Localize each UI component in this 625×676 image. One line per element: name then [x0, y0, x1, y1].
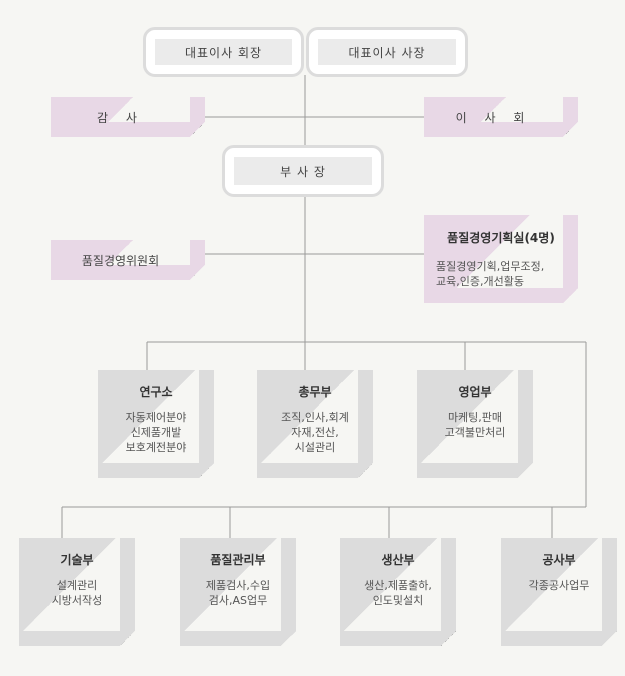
board-box: 이 사 회: [424, 97, 578, 137]
dept-desc-line: 보호계전분야: [125, 441, 187, 454]
dept-desc-line: 자재,전산,: [291, 426, 339, 439]
quality-office-line: 품질경영기획,업무조정,: [436, 260, 545, 273]
dept-construction-box: 공사부 각종공사업무: [501, 538, 617, 646]
dept-title: 영업부: [458, 385, 492, 399]
dept-desc-line: 시방서작성: [51, 594, 103, 607]
quality-committee-box: 품질경영위원회: [51, 240, 205, 280]
dept-title: 공사부: [542, 553, 576, 567]
dept-desc-line: 생산,제품출하,: [364, 579, 432, 592]
dept-technical-box: 기술부 설계관리 시방서작성: [19, 538, 135, 646]
quality-office-title: 품질경영기획실(4명): [447, 231, 555, 245]
dept-title: 연구소: [139, 385, 173, 399]
dept-title: 생산부: [381, 553, 415, 567]
dept-production-box: 생산부 생산,제품출하, 인도및설치: [340, 538, 456, 646]
vice-president-box: 부 사 장: [222, 145, 384, 197]
dept-research-box: 연구소 자동제어분야 신제품개발 보호계전분야: [98, 370, 214, 478]
dept-desc-line: 설계관리: [56, 579, 98, 592]
quality-office-box: 품질경영기획실(4명) 품질경영기획,업무조정, 교육,인증,개선활동: [424, 215, 578, 303]
dept-desc-line: 제품검사,수입: [205, 579, 271, 592]
quality-office-line: 교육,인증,개선활동: [436, 275, 524, 288]
dept-title: 총무부: [298, 385, 332, 399]
dept-desc: 설계관리 시방서작성: [19, 578, 135, 608]
dept-quality-control-box: 품질관리부 제품검사,수입 검사,AS업무: [180, 538, 296, 646]
quality-committee-label: 품질경영위원회: [81, 253, 160, 268]
dept-desc: 조직,인사,회계 자재,전산, 시설관리: [257, 410, 373, 455]
dept-desc-line: 마케팅,판매: [447, 411, 503, 424]
dept-sales-box: 영업부 마케팅,판매 고객불만처리: [417, 370, 533, 478]
dept-desc-line: 고객불만처리: [444, 426, 506, 439]
dept-desc-line: 각종공사업무: [528, 579, 590, 592]
dept-desc-line: 신제품개발: [130, 426, 182, 439]
audit-box: 감 사: [51, 97, 205, 137]
chairman-label: 대표이사 회장: [155, 39, 292, 65]
board-label: 이 사 회: [455, 110, 532, 125]
dept-desc: 각종공사업무: [501, 578, 617, 593]
audit-label: 감 사: [97, 110, 144, 125]
dept-desc-line: 검사,AS업무: [208, 594, 268, 607]
vice-president-label: 부 사 장: [234, 157, 372, 185]
dept-desc-line: 인도및설치: [372, 594, 424, 607]
dept-desc: 제품검사,수입 검사,AS업무: [180, 578, 296, 608]
president-label: 대표이사 사장: [318, 39, 456, 65]
chairman-box: 대표이사 회장: [143, 27, 304, 77]
dept-title: 품질관리부: [210, 553, 266, 567]
dept-general-affairs-box: 총무부 조직,인사,회계 자재,전산, 시설관리: [257, 370, 373, 478]
dept-desc: 생산,제품출하, 인도및설치: [340, 578, 456, 608]
quality-office-desc: 품질경영기획,업무조정, 교육,인증,개선활동: [436, 259, 578, 289]
dept-title: 기술부: [60, 553, 94, 567]
dept-desc-line: 시설관리: [294, 441, 336, 454]
dept-desc-line: 자동제어분야: [125, 411, 187, 424]
dept-desc-line: 조직,인사,회계: [281, 411, 349, 424]
president-box: 대표이사 사장: [306, 27, 468, 77]
dept-desc: 마케팅,판매 고객불만처리: [417, 410, 533, 440]
dept-desc: 자동제어분야 신제품개발 보호계전분야: [98, 410, 214, 455]
